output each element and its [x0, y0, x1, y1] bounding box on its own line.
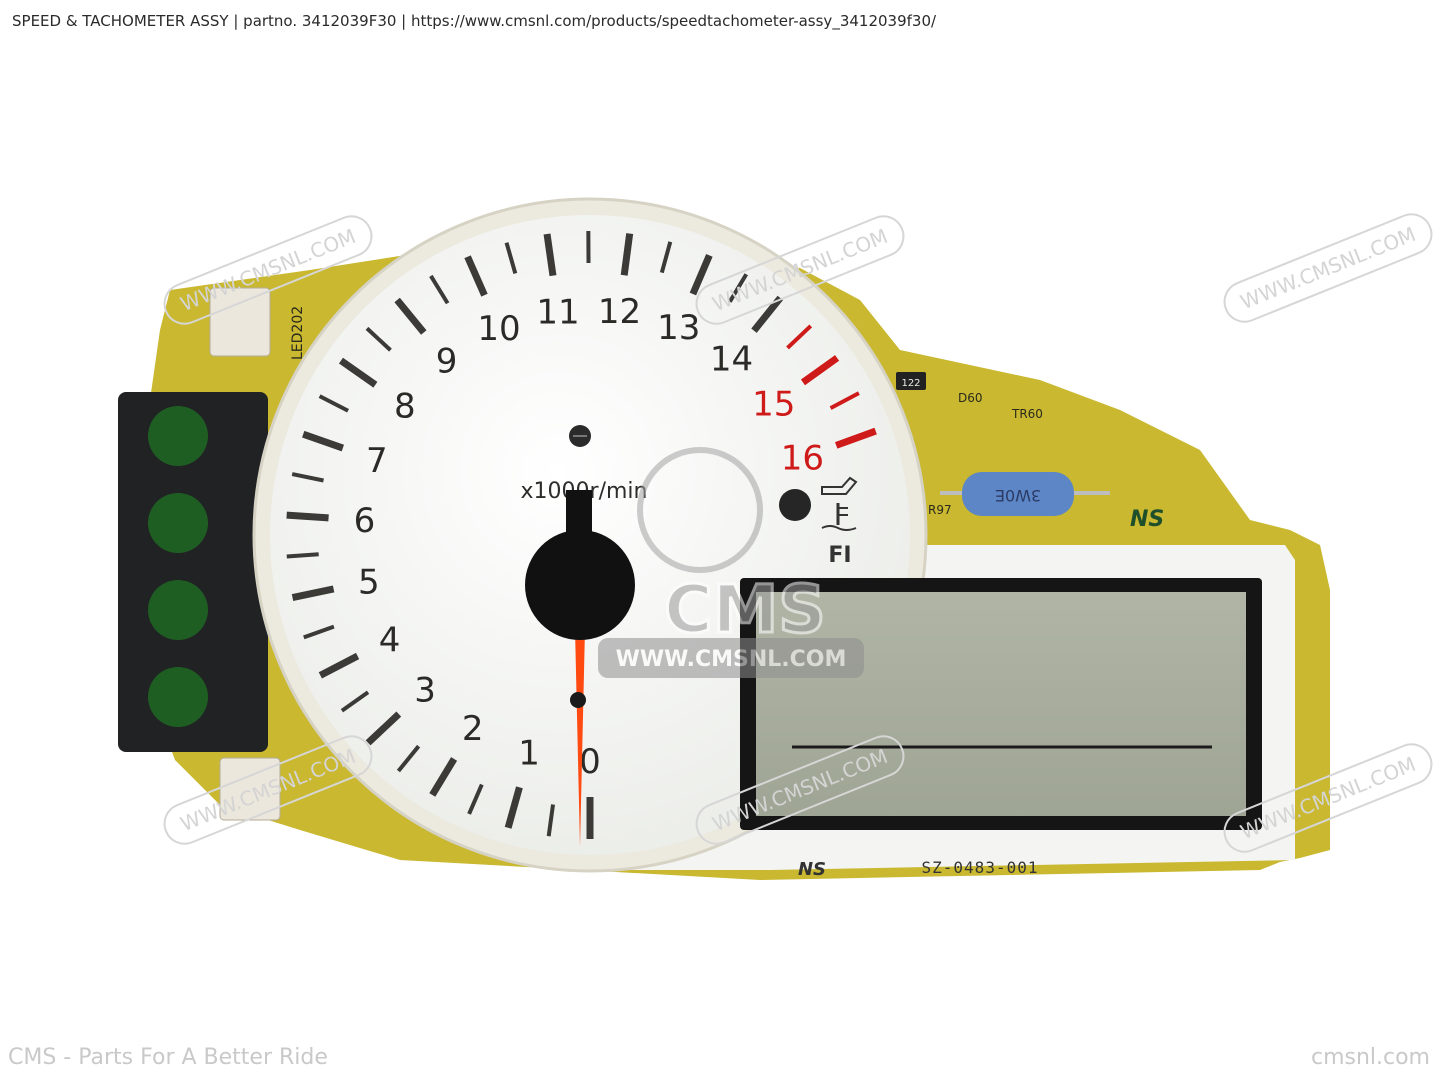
resistor-code-label: 3W0E	[995, 486, 1041, 505]
chip-label: 122	[901, 378, 920, 389]
dial-tick	[291, 585, 335, 601]
dial-tick	[396, 744, 421, 773]
chip-resistor	[896, 372, 926, 390]
dial-tick	[286, 552, 319, 559]
lcd-display	[756, 592, 1246, 816]
watermark-url-3: WWW.CMSNL.COM	[1237, 222, 1419, 314]
dial-tick	[546, 804, 556, 837]
dial-tick	[786, 324, 813, 350]
dial-number: 14	[710, 340, 753, 380]
dial-number: 13	[657, 308, 700, 348]
dial-number: 11	[536, 292, 579, 332]
jack-top	[209, 287, 271, 357]
dial-number: 1	[518, 734, 540, 774]
lcd-model-code: SZ-0483-001	[922, 858, 1039, 877]
fi-indicator-label: FI	[828, 543, 851, 568]
dial-tick	[829, 391, 860, 410]
dial-tick	[800, 355, 840, 386]
footer-site: cmsnl.com	[1310, 1045, 1430, 1070]
connector-pins	[148, 406, 208, 727]
dial-tick	[504, 786, 523, 829]
coolant-temp-icon	[821, 503, 857, 531]
tachometer-needle	[574, 585, 586, 847]
dial-number: 10	[477, 309, 520, 349]
tr60-label: TR60	[1011, 407, 1043, 421]
dial-number: 7	[366, 441, 388, 481]
dial-number: 2	[462, 709, 484, 749]
dial-tick	[340, 690, 370, 713]
pcb-brand-mark: NS	[1130, 507, 1164, 532]
dial-number: 5	[358, 563, 380, 603]
dial-number: 4	[379, 620, 401, 660]
dial-tick	[286, 511, 329, 522]
dial-number: 3	[414, 670, 436, 710]
faceplate-brand-mark: NS	[798, 859, 826, 880]
jack-bottom	[219, 757, 281, 821]
oil-pressure-icon	[821, 476, 858, 495]
dial-tick	[620, 233, 634, 276]
dial-tick	[835, 427, 877, 449]
dial-number: 0	[579, 742, 601, 782]
page-caption: SPEED & TACHOMETER ASSY | partno. 341203…	[12, 12, 937, 30]
logo-url-text: WWW.CMSNL.COM	[616, 647, 847, 672]
dial-number: 8	[394, 386, 416, 426]
dial-number: 9	[436, 341, 458, 381]
dial-number: 16	[781, 439, 824, 479]
neutral-indicator-light	[779, 489, 811, 521]
r97-label: R97	[928, 503, 952, 517]
dial-tick	[318, 394, 349, 413]
d60-label: D60	[958, 391, 983, 405]
dial-tick	[302, 430, 344, 452]
dial-tick	[689, 254, 713, 296]
led-label: LED202	[290, 306, 306, 360]
footer-tagline: CMS - Parts For A Better Ride	[8, 1045, 328, 1070]
dial-tick	[394, 297, 427, 335]
needle-hub-cap	[566, 490, 592, 562]
dial-tick	[338, 357, 378, 388]
cms-logo-watermark: WWW.CMSNL.COM CMS	[598, 447, 864, 678]
dial-tick	[291, 472, 324, 483]
dial-number: 6	[354, 501, 376, 541]
dial-tick	[467, 783, 484, 815]
dial-tick	[365, 326, 392, 352]
dial-tick	[318, 652, 360, 679]
dial-tick	[543, 233, 557, 277]
dial-tick	[751, 295, 784, 333]
dial-tick	[303, 624, 335, 640]
dial-ticks	[286, 230, 877, 839]
dial-tick	[464, 255, 488, 297]
needle-stop-pin	[570, 692, 586, 708]
dial-tick	[429, 274, 450, 305]
wire-connector	[118, 392, 268, 752]
needle-hub	[525, 530, 635, 640]
dial-tick	[365, 711, 402, 746]
dial-number: 15	[752, 384, 795, 424]
dial-tick	[429, 757, 458, 797]
dial-tick	[659, 241, 673, 274]
dial-number: 12	[598, 292, 641, 332]
dial-tick	[504, 242, 518, 275]
dial-tick	[728, 273, 749, 303]
resistor: 3W0E	[940, 472, 1110, 516]
logo-cms-text: CMS	[664, 571, 826, 648]
